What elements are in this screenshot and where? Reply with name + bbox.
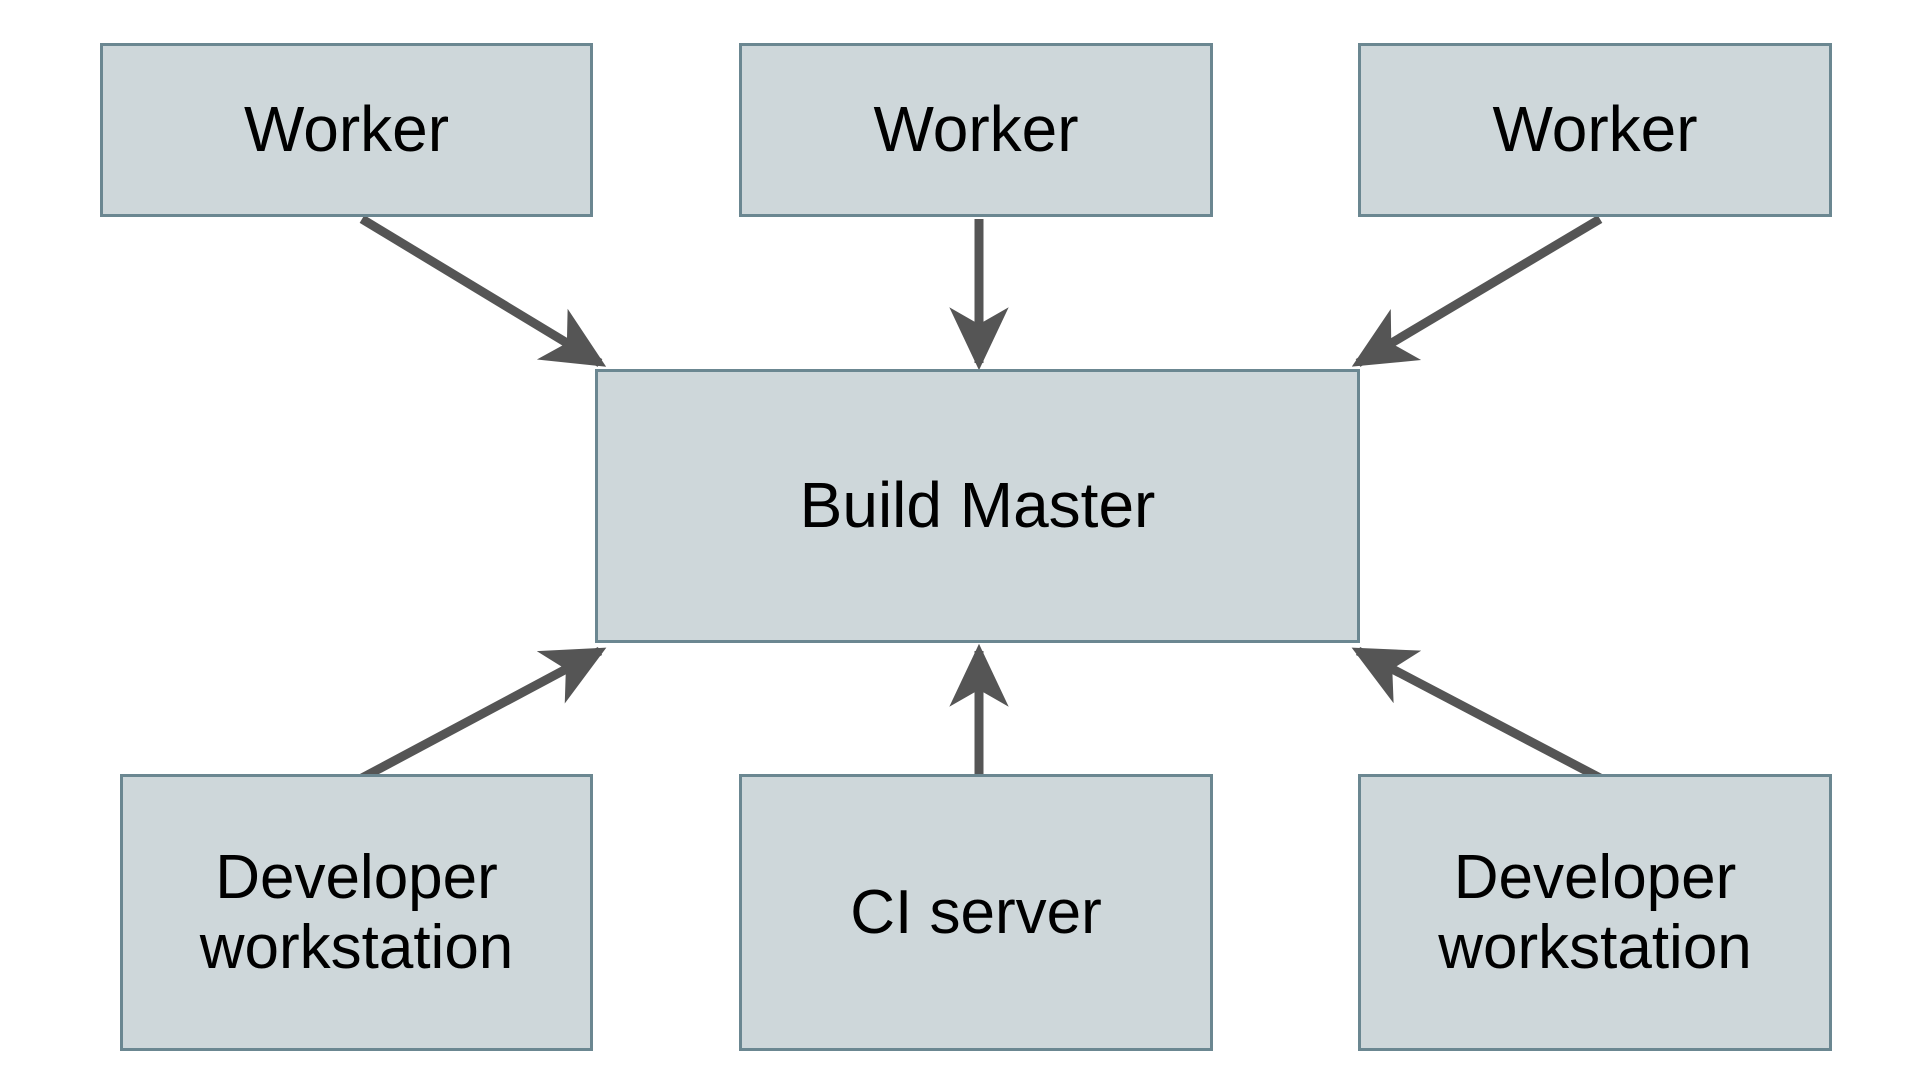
- node-label-ci-server: CI server: [850, 877, 1102, 947]
- node-worker-1[interactable]: Worker: [100, 43, 593, 217]
- node-developer-workstation-1[interactable]: Developer workstation: [120, 774, 593, 1051]
- node-ci-server[interactable]: CI server: [739, 774, 1213, 1051]
- node-worker-3[interactable]: Worker: [1358, 43, 1832, 217]
- node-developer-workstation-2[interactable]: Developer workstation: [1358, 774, 1832, 1051]
- node-label-developer-workstation-1: Developer workstation: [199, 843, 514, 982]
- node-label-worker-1: Worker: [243, 93, 450, 166]
- node-build-master[interactable]: Build Master: [595, 369, 1360, 643]
- edge-worker-1-to-build-master: [359, 215, 607, 367]
- edge-worker-3-to-build-master: [1351, 215, 1603, 367]
- node-label-developer-workstation-2: Developer workstation: [1438, 843, 1752, 982]
- edge-developer-workstation-2-to-build-master: [1351, 647, 1603, 782]
- node-label-worker-3: Worker: [1492, 93, 1698, 166]
- node-label-build-master: Build Master: [799, 469, 1156, 542]
- edge-developer-workstation-1-to-build-master: [359, 647, 607, 782]
- node-label-worker-2: Worker: [873, 93, 1079, 166]
- node-worker-2[interactable]: Worker: [739, 43, 1213, 217]
